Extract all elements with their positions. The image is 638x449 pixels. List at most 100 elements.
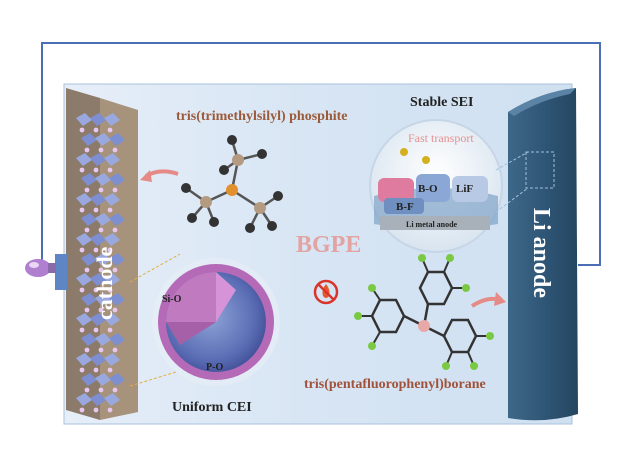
cathode-li-ion (112, 307, 118, 313)
cathode-li-ion (79, 167, 85, 173)
cathode-crystal (76, 153, 92, 166)
cathode-li-ion (98, 187, 104, 193)
tmsp-label: tris(trimethylsilyl) phosphite (176, 109, 348, 124)
cathode-crystal (95, 333, 111, 346)
cathode-crystal (81, 213, 97, 226)
cathode-li-ion (84, 227, 90, 233)
cathode-crystal (109, 213, 125, 226)
arrowhead-left (140, 170, 152, 182)
no-flame-icon (313, 279, 339, 305)
cathode-crystal (104, 193, 120, 206)
cathode-crystal (76, 113, 92, 126)
bo-label: B-O (418, 183, 438, 195)
cathode-electrode (66, 88, 138, 420)
cei-callout-line-bottom (129, 371, 177, 387)
cathode-li-ion (93, 127, 99, 133)
cathode-li-ion (98, 147, 104, 153)
tmsp-molecule (181, 135, 283, 233)
cathode-li-ion (79, 287, 85, 293)
cathode-crystal (90, 113, 106, 126)
cathode-li-ion (112, 187, 118, 193)
cathode-crystal (109, 293, 125, 306)
sei-highlight-box (525, 151, 555, 189)
cathode-crystal (81, 133, 97, 146)
sei-callout-line-bottom (495, 187, 529, 213)
cathode-li-ion (98, 387, 104, 393)
cathode-crystal (81, 253, 97, 266)
cathode-crystal (90, 233, 106, 246)
cathode-tab (55, 254, 67, 290)
cathode-crystal (104, 113, 120, 126)
cathode-li-ion (79, 207, 85, 213)
cathode-crystal (76, 393, 92, 406)
cathode-crystal (81, 333, 97, 346)
cathode-crystal (104, 393, 120, 406)
anode-label: Li anode (528, 208, 554, 298)
cathode-li-ion (93, 367, 99, 373)
cathode-crystal (104, 313, 120, 326)
cathode-li-ion (112, 267, 118, 273)
sio-label: Si-O (162, 294, 182, 305)
cathode-crystal (90, 353, 106, 366)
cathode-li-ion (79, 247, 85, 253)
cathode-li-ion (112, 227, 118, 233)
cathode-crystal (109, 373, 125, 386)
cathode-li-ion (84, 147, 90, 153)
sei-inset (369, 119, 503, 253)
cathode-crystal (104, 353, 120, 366)
cei-callout-line-top (129, 253, 181, 283)
cathode-crystal (95, 133, 111, 146)
cathode-crystal (76, 313, 92, 326)
arrowhead-right (494, 292, 506, 306)
tpfpb-label: tris(pentafluorophenyl)borane (304, 377, 486, 392)
cathode-li-ion (79, 407, 85, 413)
light-bulb-icon (25, 259, 56, 277)
cathode-crystal (90, 393, 106, 406)
cathode-li-ion (93, 287, 99, 293)
electrolyte-cell (63, 83, 573, 425)
cathode-li-ion (112, 347, 118, 353)
cathode-crystal (109, 173, 125, 186)
cathode-crystal (81, 293, 97, 306)
tpfpb-molecule (354, 254, 494, 370)
cathode-crystal (104, 153, 120, 166)
cathode-li-ion (84, 187, 90, 193)
cathode-li-ion (107, 407, 113, 413)
cathode-li-ion (107, 287, 113, 293)
cathode-crystal (95, 173, 111, 186)
li-anode (508, 88, 578, 421)
cathode-li-ion (98, 307, 104, 313)
cathode-crystal (95, 213, 111, 226)
cei-particle (152, 258, 280, 386)
cathode-crystal (81, 173, 97, 186)
cathode-li-ion (93, 247, 99, 253)
cathode-label: cathode (92, 246, 117, 320)
cathode-li-ion (98, 347, 104, 353)
cathode-li-ion (112, 147, 118, 153)
cathode-crystal (76, 273, 92, 286)
cathode-crystal (81, 373, 97, 386)
cathode-li-ion (93, 207, 99, 213)
cathode-crystal (90, 153, 106, 166)
cathode-li-ion (98, 227, 104, 233)
cathode-crystal (104, 273, 120, 286)
cathode-crystal (109, 253, 125, 266)
cathode-li-ion (107, 207, 113, 213)
cathode-li-ion (93, 327, 99, 333)
cathode-crystal (76, 233, 92, 246)
cathode-li-ion (107, 327, 113, 333)
cathode-li-ion (84, 387, 90, 393)
cathode-li-ion (84, 347, 90, 353)
cathode-crystal (95, 293, 111, 306)
cathode-li-ion (79, 127, 85, 133)
cathode-crystal (90, 193, 106, 206)
fast-transport-label: Fast transport (408, 131, 474, 145)
cathode-li-ion (107, 167, 113, 173)
cathode-li-ion (107, 367, 113, 373)
cathode-crystal (109, 133, 125, 146)
cathode-crystal (104, 233, 120, 246)
cathode-li-ion (93, 167, 99, 173)
cathode-crystal (95, 373, 111, 386)
cathode-li-ion (107, 247, 113, 253)
